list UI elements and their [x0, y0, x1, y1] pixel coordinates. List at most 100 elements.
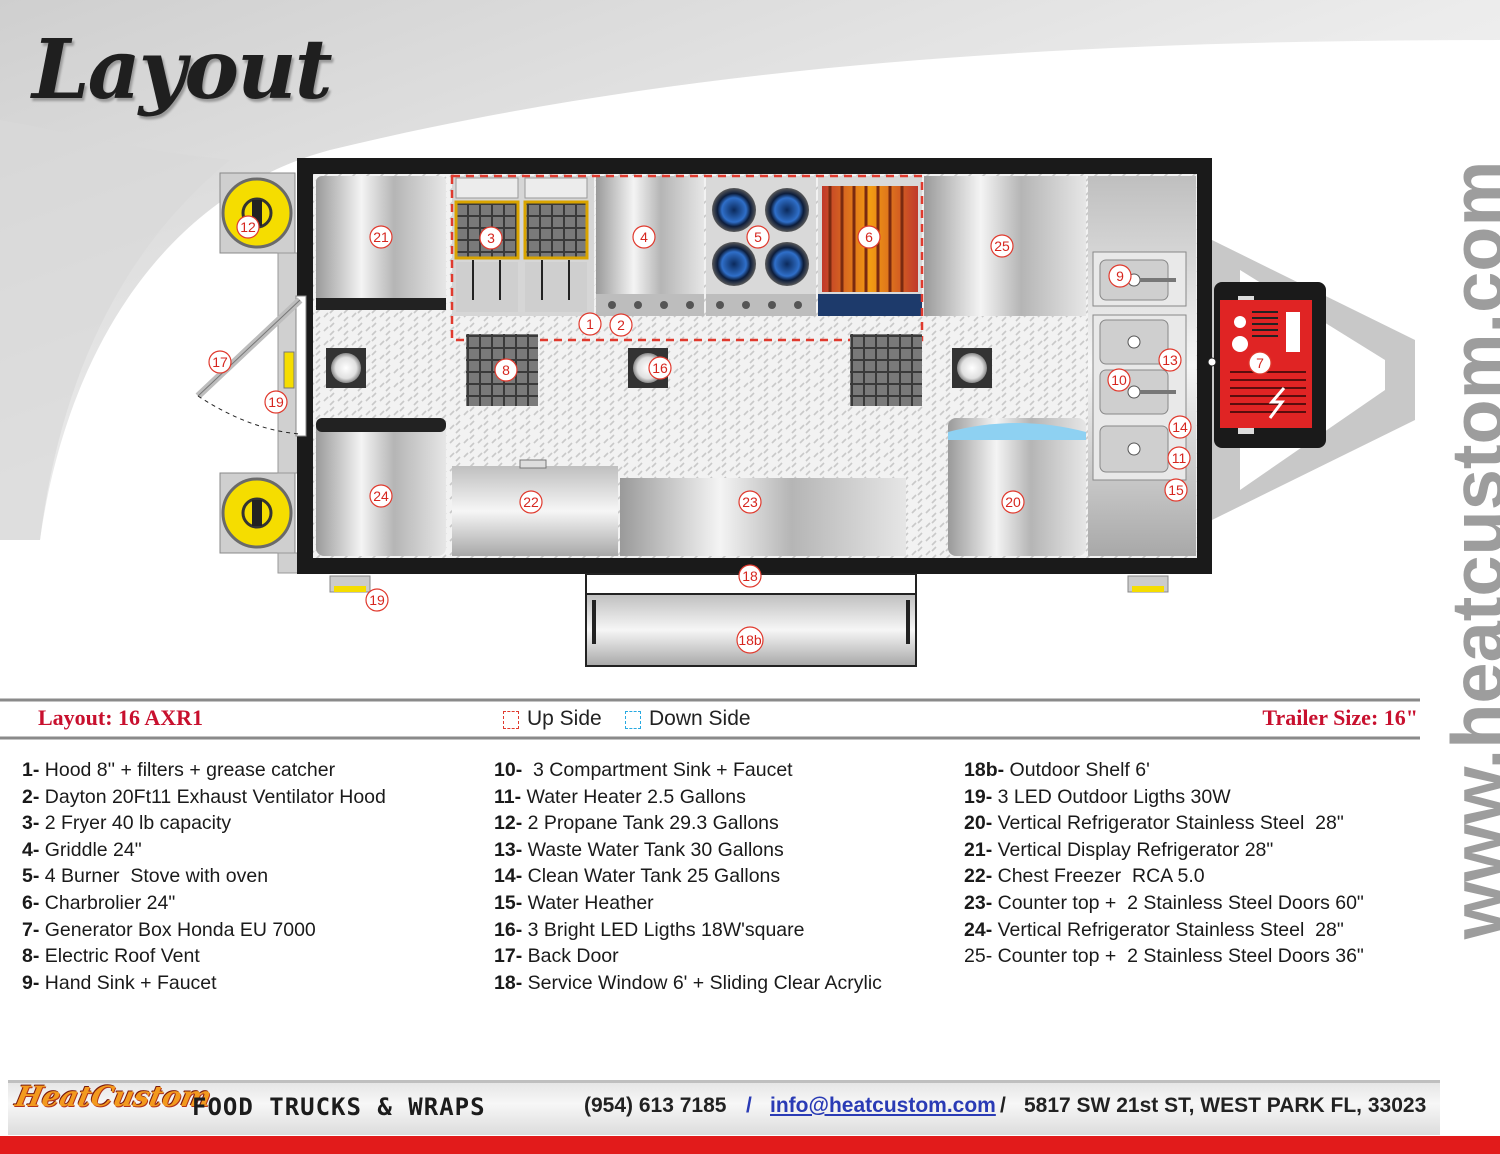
equipment-item: 13- Waste Water Tank 30 Gallons: [494, 837, 954, 864]
label-marker-9: 9: [1108, 264, 1132, 288]
label-marker-18: 18: [738, 564, 762, 588]
item-number: 1-: [22, 759, 40, 781]
item-text: Hood 8'' + filters + grease catcher: [39, 759, 336, 781]
item-number: 6-: [22, 891, 40, 914]
info-bar: [0, 698, 1420, 740]
label-text: 9: [1116, 268, 1124, 284]
equipment-item: 16- 3 Bright LED Ligths 18W'square: [494, 917, 954, 944]
side-url: www.heatcustom.com: [1438, 161, 1500, 941]
item-number: 12-: [494, 812, 523, 835]
item-number: 3-: [22, 812, 40, 835]
label-marker-10: 10: [1107, 368, 1131, 392]
item-text: Outdoor Shelf 6': [1004, 759, 1150, 781]
label-text: 6: [865, 229, 873, 245]
item-text: Electric Roof Vent: [39, 945, 200, 968]
hand-sink: [1092, 251, 1187, 307]
label-marker-20: 20: [1001, 490, 1025, 514]
item-text: 4 Burner Stove with oven: [39, 865, 269, 888]
equipment-list-col3: 18b- Outdoor Shelf 6'19- 3 LED Outdoor L…: [964, 757, 1424, 970]
equipment-item: 21- Vertical Display Refrigerator 28": [964, 837, 1424, 864]
item-number: 18-: [494, 971, 523, 994]
item-number: 10-: [494, 759, 523, 781]
item-text: 2 Propane Tank 29.3 Gallons: [522, 812, 779, 835]
label-text: 18b: [738, 632, 762, 648]
label-marker-24: 24: [369, 484, 393, 508]
layout-name: Layout: 16 AXR1: [38, 705, 204, 730]
label-marker-11: 11: [1167, 446, 1191, 470]
item-text: Vertical Refrigerator Stainless Steel 28…: [992, 812, 1344, 835]
label-marker-2: 2: [609, 313, 633, 337]
label-text: 13: [1162, 352, 1178, 368]
legend-down-swatch: [625, 711, 641, 729]
label-marker-6: 6: [857, 225, 881, 249]
equipment-item: 18- Service Window 6' + Sliding Clear Ac…: [494, 970, 954, 997]
label-marker-22: 22: [519, 490, 543, 514]
equipment-item: 4- Griddle 24": [22, 837, 482, 864]
equipment-item: 25- Counter top + 2 Stainless Steel Door…: [964, 943, 1424, 970]
item-number: 15-: [494, 891, 523, 914]
equipment-item: 24- Vertical Refrigerator Stainless Stee…: [964, 917, 1424, 944]
label-marker-17: 17: [208, 350, 232, 374]
equipment-item: 15- Water Heather: [494, 890, 954, 917]
item-text: Dayton 20Ft11 Exhaust Ventilator Hood: [39, 785, 386, 808]
item-text: Vertical Refrigerator Stainless Steel 28…: [992, 918, 1344, 941]
label-text: 25: [994, 238, 1010, 254]
item-text: 25- Counter top + 2 Stainless Steel Door…: [964, 945, 1364, 968]
item-text: Generator Box Honda EU 7000: [39, 918, 316, 941]
legend-up-swatch: [503, 711, 519, 729]
label-text: 5: [754, 229, 762, 245]
page-title: Layout: [32, 22, 333, 118]
item-text: 3 Bright LED Ligths 18W'square: [522, 918, 805, 941]
item-number: 4-: [22, 838, 40, 861]
floor-plan: 12345678910111213141516171818b1919202122…: [195, 158, 1415, 667]
item-text: Back Door: [522, 945, 619, 968]
item-text: 3 Compartment Sink + Faucet: [522, 759, 793, 781]
label-text: 24: [373, 488, 389, 504]
label-text: 10: [1111, 372, 1127, 388]
footer-brand: FOOD TRUCKS & WRAPS: [192, 1093, 486, 1121]
footer-phone: (954) 613 7185: [584, 1094, 727, 1117]
item-number: 8-: [22, 945, 40, 968]
footer-email-link[interactable]: info@heatcustom.com: [770, 1094, 996, 1117]
trailer-size: Trailer Size: 16": [1262, 705, 1418, 730]
label-text: 17: [212, 354, 228, 370]
equipment-item: 10- 3 Compartment Sink + Faucet: [494, 757, 954, 784]
roof-vent-right: [850, 334, 922, 406]
equipment-item: 18b- Outdoor Shelf 6': [964, 757, 1424, 784]
label-text: 23: [742, 494, 758, 510]
item-number: 17-: [494, 945, 523, 968]
label-text: 3: [487, 230, 495, 246]
equipment-item: 17- Back Door: [494, 943, 954, 970]
footer-separator: /: [746, 1094, 752, 1117]
footer-address: 5817 SW 21st ST, WEST PARK FL, 33023: [1024, 1094, 1427, 1117]
label-marker-19b: 19: [365, 588, 389, 612]
item-text: Water Heather: [522, 891, 654, 914]
label-text: 19: [268, 394, 284, 410]
label-text: 18: [742, 568, 758, 584]
label-text: 15: [1168, 482, 1184, 498]
item-number: 19-: [964, 785, 993, 808]
label-text: 2: [617, 317, 625, 333]
equipment-item: 1- Hood 8'' + filters + grease catcher: [22, 757, 482, 784]
label-text: 1: [586, 316, 594, 332]
fryers: [452, 176, 594, 316]
label-marker-25: 25: [990, 234, 1014, 258]
label-marker-16: 16: [648, 356, 672, 380]
item-number: 13-: [494, 838, 523, 861]
compartment-sink: [1092, 314, 1187, 481]
item-number: 2-: [22, 785, 40, 808]
label-text: 14: [1172, 419, 1188, 435]
label-marker-18b: 18b: [736, 626, 764, 654]
equipment-item: 20- Vertical Refrigerator Stainless Stee…: [964, 810, 1424, 837]
legend-down-label: Down Side: [649, 707, 751, 730]
equipment-item: 5- 4 Burner Stove with oven: [22, 863, 482, 890]
item-number: 9-: [22, 971, 40, 994]
item-number: 16-: [494, 918, 523, 941]
label-marker-3: 3: [479, 226, 503, 250]
item-text: Service Window 6' + Sliding Clear Acryli…: [522, 971, 882, 994]
label-marker-14: 14: [1168, 415, 1192, 439]
propane-tank-bottom: [219, 472, 296, 554]
